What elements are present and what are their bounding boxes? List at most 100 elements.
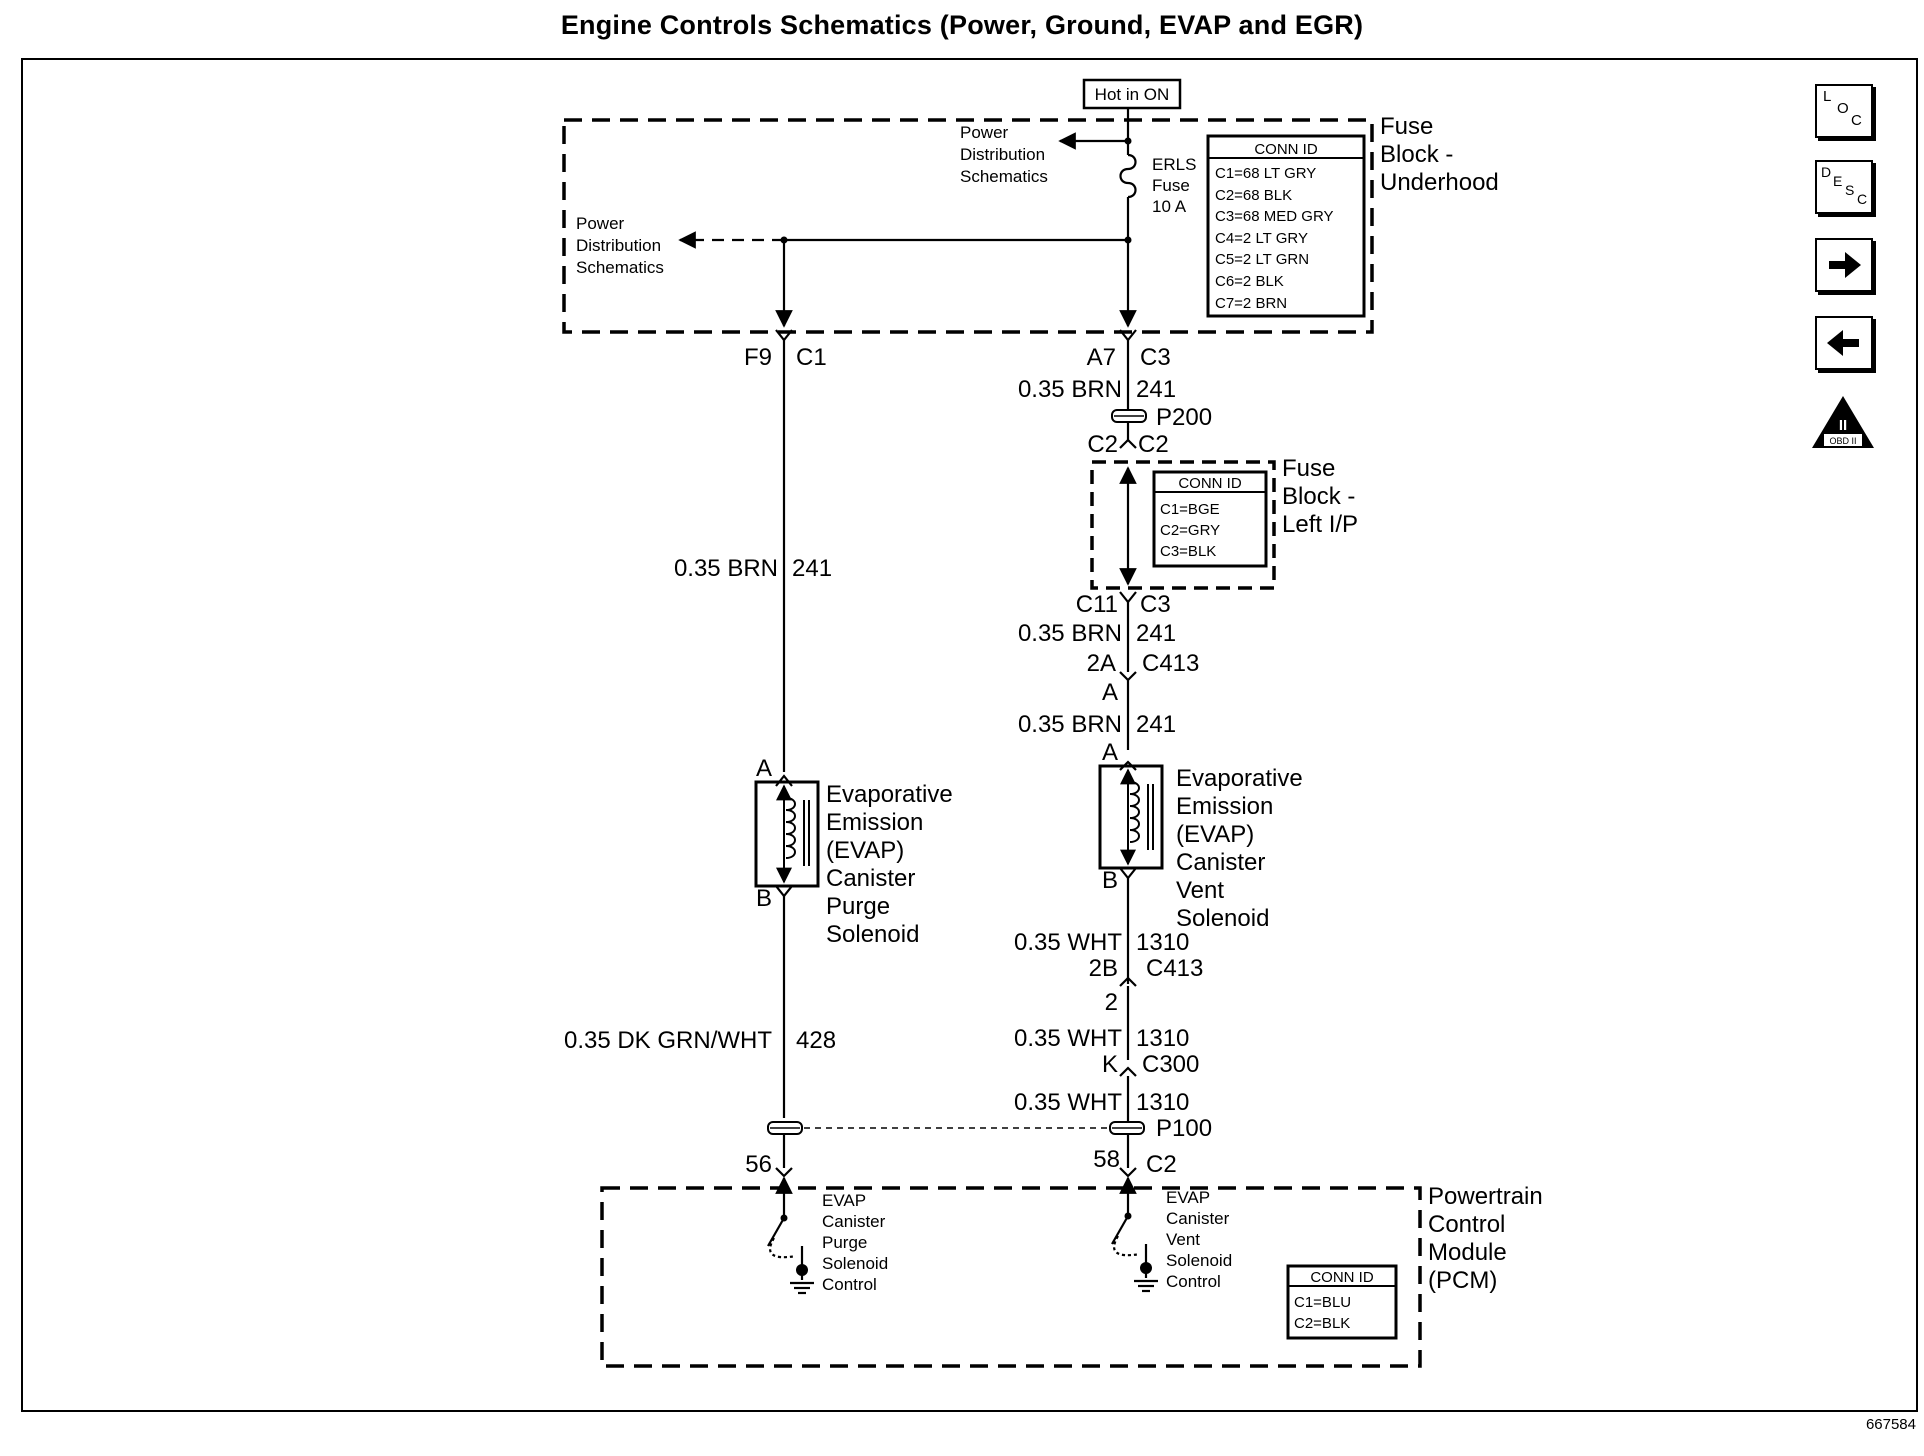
diagram-label: (EVAP): [826, 837, 904, 864]
diagram-label: A: [1102, 739, 1118, 766]
diagram-label: 241: [792, 555, 832, 582]
diagram-label: Control: [822, 1275, 877, 1294]
diagram-label: Solenoid: [1176, 905, 1269, 932]
diagram-label: C2=BLK: [1294, 1315, 1350, 1332]
diagram-label: C3: [1140, 344, 1171, 371]
diagram-label: Block -: [1282, 483, 1355, 510]
diagram-label: CONN ID: [1178, 475, 1242, 492]
left-circuit: F9 C1 0.35 BRN 241 A Evaporative Emissio…: [564, 329, 1108, 1178]
fuse-block-left-ip: CONN ID C1=BGE C2=GRY C3=BLK Fuse Block …: [1090, 455, 1358, 590]
diagram-label: Solenoid: [1166, 1251, 1232, 1270]
diagram-label: Power: [960, 123, 1009, 142]
diagram-label: 10 A: [1152, 197, 1187, 216]
diagram-label: C6=2 BLK: [1215, 273, 1284, 290]
diagram-label: F9: [744, 344, 772, 371]
conn-id-box-underhood: CONN ID C1=68 LT GRY C2=68 BLK C3=68 MED…: [1206, 134, 1366, 318]
diagram-label: Vent: [1166, 1230, 1200, 1249]
diagram-label: 2: [1105, 989, 1118, 1016]
right-circuit: A7 C3 0.35 BRN 241 P200 C2 C2 CONN ID C1…: [1014, 329, 1358, 1178]
diagram-label: 0.35 BRN: [1018, 376, 1122, 403]
loc-button[interactable]: L O C: [1815, 84, 1873, 138]
diagram-label: Emission: [826, 809, 923, 836]
diagram-label: Solenoid: [826, 921, 919, 948]
diagram-label: 241: [1136, 620, 1176, 647]
diagram-label: 0.35 BRN: [1018, 711, 1122, 738]
diagram-label: Distribution: [960, 145, 1045, 164]
arrow-right-icon: [1829, 252, 1861, 278]
diagram-label: Solenoid: [822, 1254, 888, 1273]
diagram-label: C1=BLU: [1294, 1294, 1351, 1311]
diagram-label: EVAP: [822, 1191, 866, 1210]
diagram-label: C2: [1087, 431, 1118, 458]
diagram-label: 1310: [1136, 929, 1189, 956]
diagram-label: (EVAP): [1176, 821, 1254, 848]
diagram-label: C3=68 MED GRY: [1215, 208, 1334, 225]
diagram-label: Evaporative: [1176, 765, 1303, 792]
diagram-label: C7=2 BRN: [1215, 295, 1287, 312]
diagram-label: Underhood: [1380, 169, 1499, 196]
diagram-label: EVAP: [1166, 1188, 1210, 1207]
diagram-label: Schematics: [960, 167, 1048, 186]
diagram-label: 0.35 DK GRN/WHT: [564, 1027, 772, 1054]
diagram-label: 0.35 WHT: [1014, 929, 1122, 956]
diagram-label: P100: [1156, 1115, 1212, 1142]
diagram-label: Control: [1428, 1211, 1505, 1238]
diagram-label: 1310: [1136, 1025, 1189, 1052]
diagram-label: 0.35 WHT: [1014, 1089, 1122, 1116]
diagram-label: ERLS: [1152, 155, 1196, 174]
diagram-label: Canister: [1166, 1209, 1230, 1228]
previous-page-button[interactable]: [1815, 316, 1873, 370]
diagram-label: C2=68 BLK: [1215, 187, 1292, 204]
diagram-label: C1=BGE: [1160, 501, 1220, 518]
diagram-label: Distribution: [576, 236, 661, 255]
diagram-label: 2A: [1087, 650, 1116, 677]
diagram-label: C3=BLK: [1160, 543, 1216, 560]
obd-ii-icon[interactable]: II OBD II: [1810, 394, 1876, 450]
diagram-label: A: [1102, 679, 1118, 706]
diagram-label: Canister: [826, 865, 915, 892]
diagram-label: C413: [1142, 650, 1199, 677]
diagram-label: C2=GRY: [1160, 522, 1220, 539]
diagram-label: C2: [1138, 431, 1169, 458]
diagram-label: Canister: [1176, 849, 1265, 876]
diagram-label: Left I/P: [1282, 511, 1358, 538]
diagram-label: C413: [1146, 955, 1203, 982]
next-page-button[interactable]: [1815, 238, 1873, 292]
diagram-label: 58: [1093, 1146, 1120, 1173]
diagram-label: Hot in ON: [1095, 85, 1170, 104]
diagram-label: Purge: [822, 1233, 867, 1252]
diagram-label: C11: [1076, 591, 1118, 618]
diagram-label: Fuse: [1380, 113, 1433, 140]
diagram-label: CONN ID: [1310, 1269, 1374, 1286]
diagram-label: Schematics: [576, 258, 664, 277]
schematic-frame: [21, 58, 1918, 1412]
diagram-label: C1=68 LT GRY: [1215, 165, 1316, 182]
diagram-label: C300: [1142, 1051, 1199, 1078]
diagram-label: Power: [576, 214, 625, 233]
diagram-label: B: [756, 885, 772, 912]
diagram-label: Powertrain: [1428, 1183, 1543, 1210]
diagram-label: Control: [1166, 1272, 1221, 1291]
diagram-label: C4=2 LT GRY: [1215, 230, 1308, 247]
diagram-label: CONN ID: [1254, 141, 1318, 158]
pcm: Powertrain Control Module (PCM) CONN ID …: [600, 1183, 1543, 1368]
diagram-label: Vent: [1176, 877, 1224, 904]
diagram-label: Evaporative: [826, 781, 953, 808]
desc-button[interactable]: D E S C: [1815, 160, 1873, 214]
diagram-label: 56: [745, 1151, 772, 1178]
diagram-label: C1: [796, 344, 827, 371]
diagram-label: P200: [1156, 404, 1212, 431]
diagram-label: 241: [1136, 711, 1176, 738]
diagram-label: 428: [796, 1027, 836, 1054]
diagram-label: Purge: [826, 893, 890, 920]
diagram-label: 0.35 BRN: [674, 555, 778, 582]
diagram-label: Emission: [1176, 793, 1273, 820]
diagram-label: Module: [1428, 1239, 1507, 1266]
diagram-label: A: [756, 755, 772, 782]
diagram-label: C2: [1146, 1151, 1177, 1178]
diagram-label: B: [1102, 867, 1118, 894]
diagram-label: C5=2 LT GRN: [1215, 251, 1309, 268]
purge-solenoid: [754, 780, 820, 888]
diagram-label: (PCM): [1428, 1267, 1497, 1294]
